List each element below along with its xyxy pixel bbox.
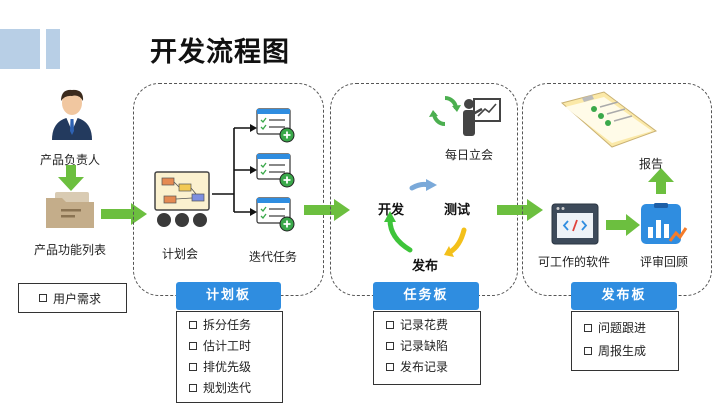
page-title: 开发流程图: [150, 37, 290, 68]
checkbox-icon: [189, 320, 197, 329]
list-item: 记录花费: [374, 314, 480, 335]
list-item-label: 周报生成: [598, 344, 647, 358]
release-step: 发布: [412, 259, 439, 274]
checkbox-icon: [386, 341, 394, 350]
checkbox-icon: [39, 294, 47, 302]
arrow-up-icon: [648, 168, 674, 194]
branch-connector: [212, 124, 257, 216]
list-item: 规划迭代: [177, 377, 282, 398]
list-item-label: 用户需求: [53, 291, 102, 306]
checkbox-icon: [189, 341, 197, 350]
code-window-icon: [551, 203, 599, 245]
list-item: 记录缺陷: [374, 335, 480, 356]
feature-list-label: 产品功能列表: [34, 243, 107, 257]
list-item: 发布记录: [374, 356, 480, 377]
test-step: 测试: [444, 203, 471, 218]
arrow-right-icon: [497, 199, 543, 221]
iteration-tasks-label: 迭代任务: [249, 250, 298, 264]
report-document-icon: [560, 91, 658, 148]
planning-board-list: 拆分任务 估计工时 排优先级 规划迭代: [176, 311, 283, 403]
header-decoration-block: [0, 29, 40, 69]
person-icon: [52, 89, 92, 140]
list-item: 问题跟进: [572, 316, 678, 339]
folder-icon: [46, 192, 94, 228]
task-card-icon: [256, 153, 295, 188]
report-label: 报告: [639, 157, 664, 171]
list-item-label: 记录缺陷: [400, 339, 449, 353]
review-chart-icon: [641, 203, 688, 244]
planning-board-tag: 计划板: [176, 282, 281, 310]
header-decoration-bar: [46, 29, 60, 69]
checkbox-icon: [584, 323, 592, 332]
review-retro-label: 评审回顾: [640, 255, 689, 269]
release-board-list: 问题跟进 周报生成: [571, 311, 679, 371]
release-board-tag: 发布板: [571, 282, 677, 310]
arrow-right-icon: [304, 199, 350, 221]
list-item-label: 排优先级: [203, 360, 252, 374]
planning-meeting-label: 计划会: [162, 247, 199, 261]
list-item: 用户需求: [19, 284, 126, 312]
working-software-label: 可工作的软件: [538, 255, 611, 269]
list-item: 拆分任务: [177, 314, 282, 335]
task-board-tag: 任务板: [373, 282, 479, 310]
checkbox-icon: [584, 346, 592, 355]
arrow-down-icon: [58, 165, 84, 191]
list-item: 周报生成: [572, 339, 678, 362]
task-board-list: 记录花费 记录缺陷 发布记录: [373, 311, 481, 385]
checkbox-icon: [189, 383, 197, 392]
dev-cycle-arrows: [384, 179, 467, 257]
list-item-label: 发布记录: [400, 360, 449, 374]
list-item: 排优先级: [177, 356, 282, 377]
daily-standup-label: 每日立会: [445, 148, 494, 162]
arrow-right-icon: [101, 203, 147, 225]
list-item: 估计工时: [177, 335, 282, 356]
meeting-icon: [154, 171, 210, 227]
task-card-icon: [256, 197, 295, 232]
list-item-label: 记录花费: [400, 318, 449, 332]
checkbox-icon: [386, 362, 394, 371]
product-owner-label: 产品负责人: [40, 153, 101, 167]
requirements-box: 用户需求: [18, 283, 127, 313]
arrow-right-icon: [606, 214, 640, 236]
develop-step: 开发: [378, 203, 405, 218]
standup-meeting-icon: [429, 96, 501, 136]
checkbox-icon: [189, 362, 197, 371]
list-item-label: 估计工时: [203, 339, 252, 353]
list-item-label: 规划迭代: [203, 381, 252, 395]
task-card-icon: [256, 108, 295, 143]
list-item-label: 问题跟进: [598, 321, 647, 335]
list-item-label: 拆分任务: [203, 318, 252, 332]
checkbox-icon: [386, 320, 394, 329]
